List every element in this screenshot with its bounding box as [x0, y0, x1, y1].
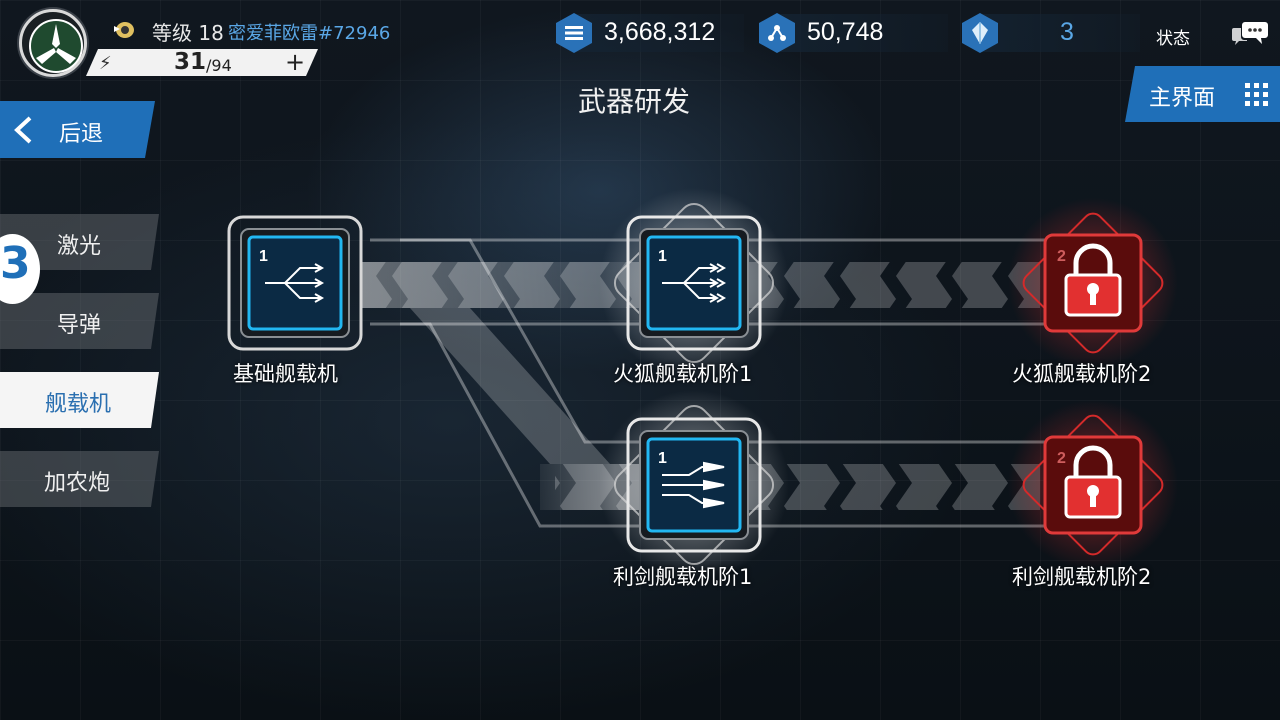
crystals-strip — [980, 14, 1140, 52]
avatar[interactable] — [19, 9, 87, 77]
fighter-squad-icon — [265, 263, 325, 303]
tab-carrier-aircraft[interactable]: 舰载机 — [0, 372, 159, 428]
tab-carrier-aircraft-label: 舰载机 — [45, 392, 112, 417]
energy-bar — [86, 49, 318, 76]
chevron-left-icon — [12, 115, 34, 145]
tech-node-base[interactable]: 1 — [227, 215, 363, 351]
tab-cannon-label: 加农炮 — [44, 471, 111, 496]
tech-node-fox2[interactable]: 2 — [1008, 198, 1178, 368]
page-title: 武器研发 — [578, 85, 691, 118]
back-button[interactable]: 后退 — [0, 101, 155, 158]
chat-icon[interactable] — [1231, 20, 1269, 48]
materials-value: 50,748 — [807, 18, 884, 46]
level-value: 18 — [198, 21, 224, 45]
tech-node-label-fox2: 火狐舰载机阶2 — [1012, 362, 1152, 386]
faction-emblem-icon — [29, 19, 83, 73]
svg-text:1: 1 — [259, 248, 268, 265]
credits-strip — [574, 14, 744, 52]
tech-node-sword1[interactable]: 1 — [599, 390, 789, 580]
svg-text:1: 1 — [658, 248, 667, 265]
back-label: 后退 — [59, 122, 104, 147]
materials-strip — [778, 14, 948, 52]
connector-diagonal — [400, 238, 1060, 528]
side-badge-number: 3 — [0, 238, 31, 289]
energy-max: /94 — [206, 56, 232, 75]
lock-icon — [1064, 243, 1122, 317]
main-menu-label: 主界面 — [1149, 86, 1216, 111]
tech-node-label-base: 基础舰载机 — [233, 362, 338, 386]
player-level: 等级 18 — [152, 17, 224, 46]
blade-squad-icon — [662, 461, 725, 509]
svg-text:1: 1 — [658, 450, 667, 467]
main-menu-button[interactable]: 主界面 — [1125, 66, 1280, 122]
bolt-icon: ⚡ — [99, 53, 112, 74]
svg-text:2: 2 — [1057, 248, 1066, 265]
player-name: 密爱菲欧雷#72946 — [228, 23, 391, 44]
svg-text:2: 2 — [1057, 450, 1066, 467]
tech-node-label-fox1: 火狐舰载机阶1 — [613, 362, 753, 386]
credits-value: 3,668,312 — [604, 18, 716, 46]
fighter-squad-icon — [662, 263, 727, 303]
status-button[interactable]: 状态 — [1156, 29, 1190, 49]
tab-cannon[interactable]: 加农炮 — [0, 451, 159, 507]
rank-icon — [114, 22, 134, 38]
add-energy-button[interactable]: + — [285, 48, 306, 76]
tech-node-fox1[interactable]: 1 — [599, 188, 789, 378]
energy-current: 31 — [174, 49, 207, 75]
tech-node-sword2[interactable]: 2 — [1008, 400, 1178, 570]
tab-laser-label: 激光 — [57, 234, 102, 259]
crystals-value: 3 — [1060, 18, 1074, 46]
level-prefix: 等级 — [152, 21, 192, 45]
tech-node-label-sword2: 利剑舰载机阶2 — [1012, 565, 1152, 589]
lock-icon — [1064, 445, 1122, 519]
tab-missile[interactable]: 导弹 — [0, 293, 159, 349]
grid-menu-icon — [1245, 83, 1268, 106]
tab-missile-label: 导弹 — [57, 313, 102, 338]
tech-node-label-sword1: 利剑舰载机阶1 — [613, 565, 753, 589]
